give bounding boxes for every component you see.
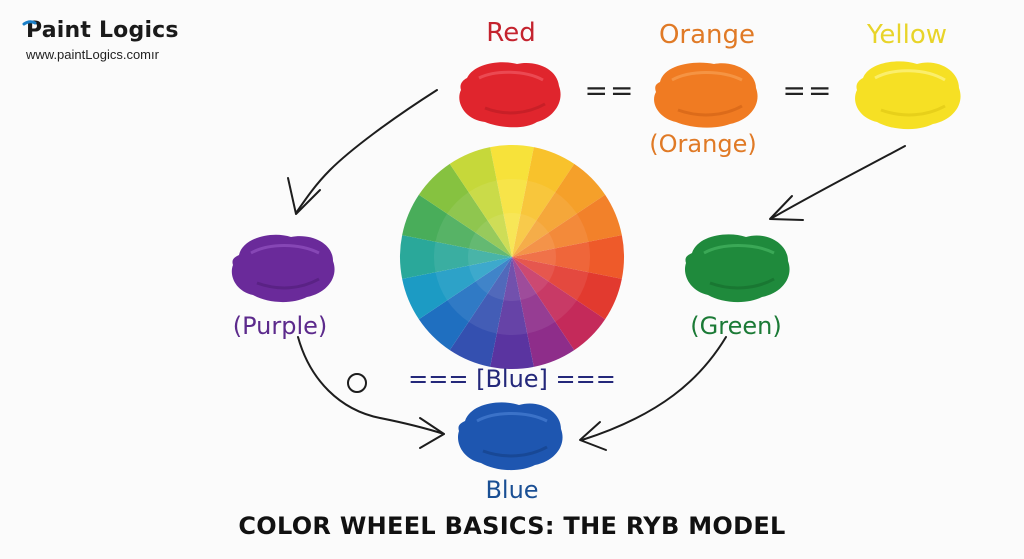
brand-url: www.paintLogics.comır bbox=[26, 47, 159, 62]
color-wheel bbox=[399, 144, 625, 370]
paint-blob-orange bbox=[654, 62, 758, 128]
label-orange-sub: (Orange) bbox=[649, 130, 757, 158]
label-blue: Blue bbox=[485, 476, 539, 504]
wheel-segment bbox=[449, 147, 512, 257]
arrowhead-purple-to-blue bbox=[419, 417, 445, 449]
arrow-red-to-purple bbox=[295, 89, 438, 214]
paint-blob-blue bbox=[457, 402, 563, 471]
paint-blob-red bbox=[459, 62, 561, 128]
label-red: Red bbox=[486, 18, 536, 48]
wheel-segment bbox=[512, 257, 575, 367]
wheel-segment bbox=[512, 147, 575, 257]
paint-blob-purple bbox=[231, 234, 335, 303]
wheel-segment bbox=[490, 144, 534, 257]
wheel-segment bbox=[512, 235, 625, 279]
wheel-ring bbox=[468, 213, 556, 301]
label-blue-wheel: === [Blue] === bbox=[408, 365, 616, 393]
wheel-segment bbox=[418, 163, 512, 257]
arrow-loop-purple bbox=[347, 373, 367, 393]
brand-logo: Paint Logics www.paintLogics.comır bbox=[22, 18, 179, 62]
label-purple: (Purple) bbox=[232, 312, 328, 340]
wheel-segment bbox=[490, 257, 534, 370]
paint-blob-green bbox=[684, 234, 790, 303]
wheel-segment bbox=[512, 163, 606, 257]
wheel-segment bbox=[512, 257, 606, 351]
arrow-yellow-to-green bbox=[771, 145, 906, 219]
equals-separator-1: == bbox=[584, 74, 636, 107]
wheel-segment bbox=[512, 194, 622, 257]
arrowhead-red-to-purple bbox=[287, 177, 321, 215]
brush-swoosh-icon bbox=[22, 20, 37, 26]
wheel-segment bbox=[418, 257, 512, 351]
equals-separator-2: == bbox=[782, 74, 834, 107]
arrow-green-to-blue bbox=[581, 336, 727, 441]
wheel-segment bbox=[449, 257, 512, 367]
label-yellow: Yellow bbox=[866, 20, 948, 50]
brand-name: Paint Logics bbox=[26, 18, 179, 43]
label-orange: Orange bbox=[658, 20, 756, 50]
arrowhead-green-to-blue bbox=[579, 421, 607, 451]
paint-blob-yellow bbox=[855, 61, 961, 130]
wheel-segment bbox=[512, 257, 622, 320]
wheel-segment bbox=[402, 194, 512, 257]
wheel-segment bbox=[399, 235, 512, 279]
label-green: (Green) bbox=[690, 312, 782, 340]
wheel-ring bbox=[434, 179, 590, 335]
wheel-segment bbox=[402, 257, 512, 320]
arrowhead-yellow-to-green bbox=[769, 195, 804, 221]
footer-title: COLOR WHEEL BASICS: THE RYB MODEL bbox=[238, 512, 786, 540]
arrow-purple-to-blue bbox=[297, 336, 445, 435]
